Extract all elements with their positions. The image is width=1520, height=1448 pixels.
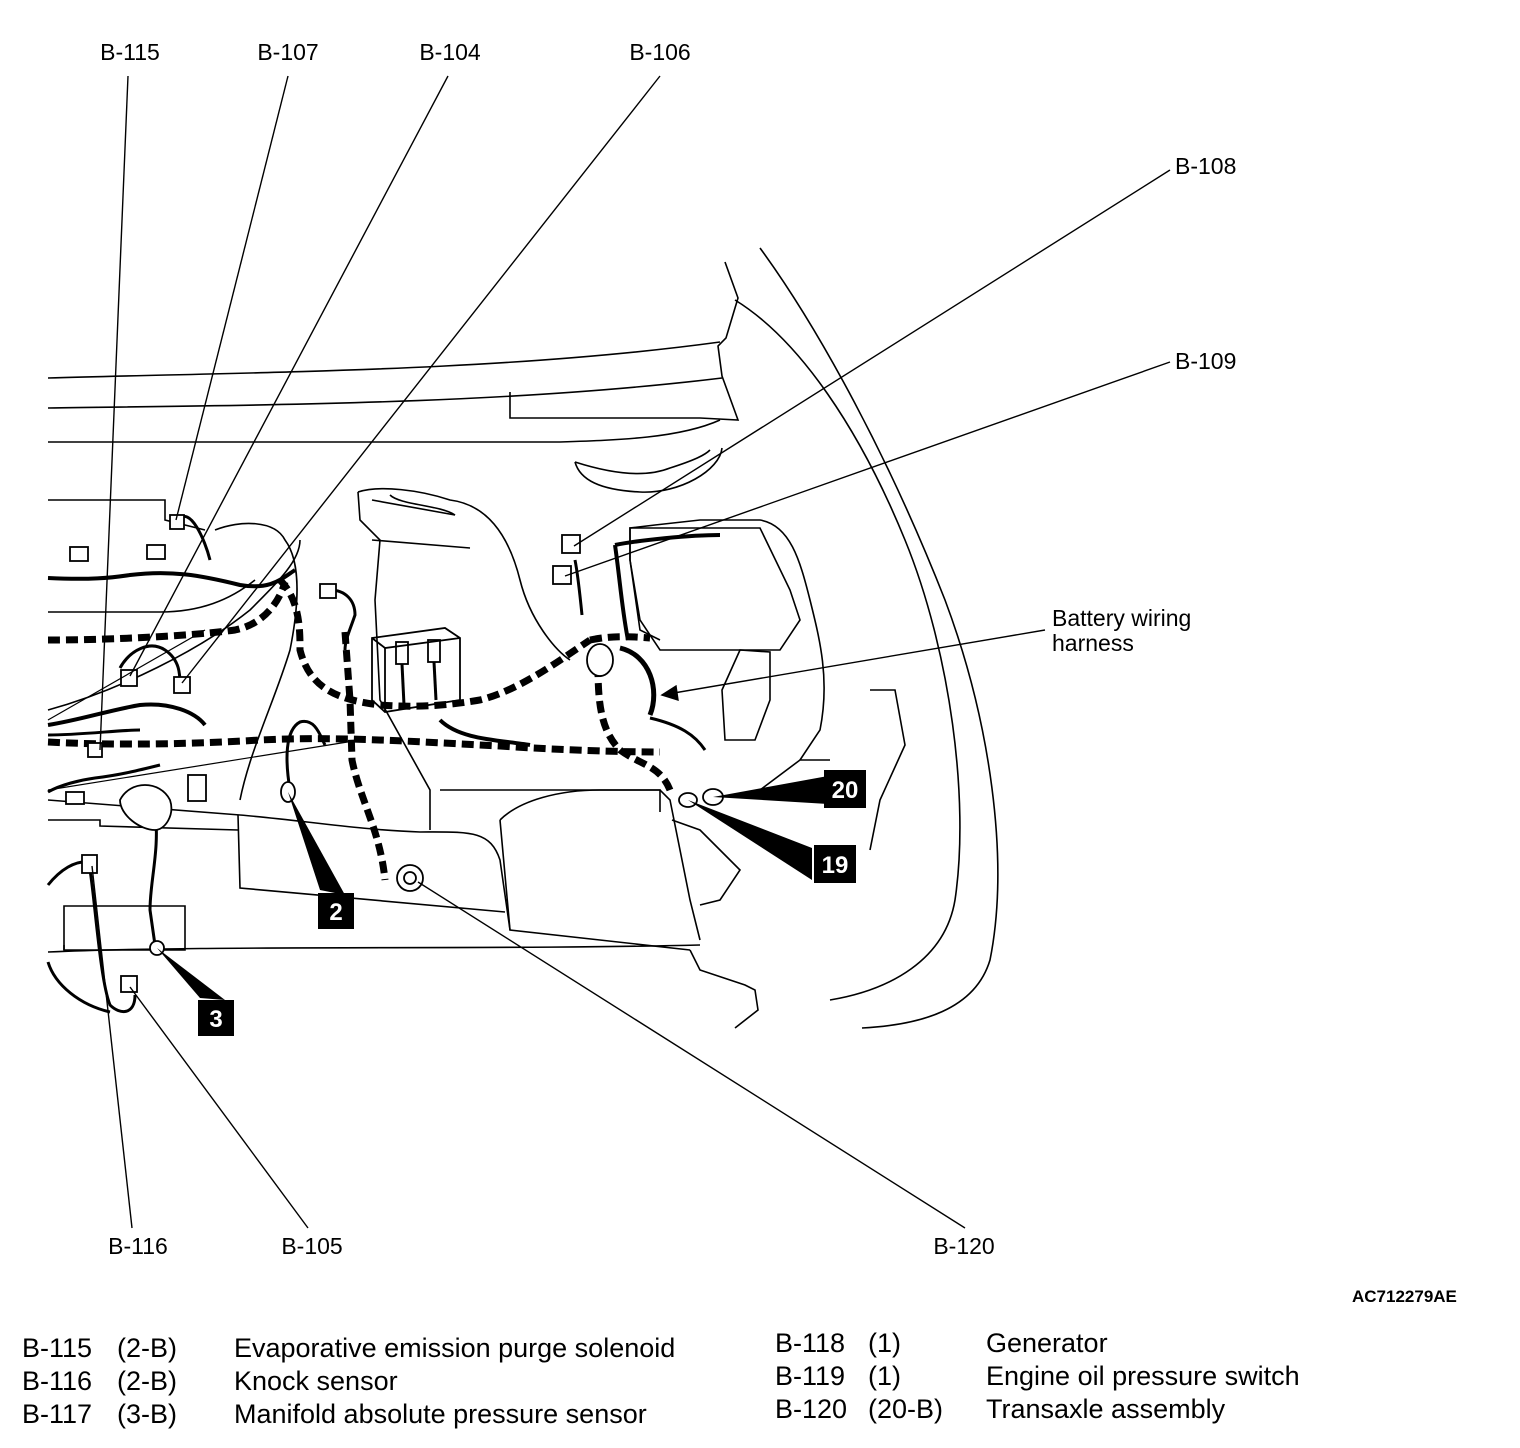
badge-20-label: 20 bbox=[832, 777, 859, 804]
legend-ref: (1) bbox=[868, 1361, 901, 1391]
battery-harness-label-line1: Battery wiring bbox=[1052, 605, 1191, 631]
callout-b-105: B-105 bbox=[281, 1233, 342, 1259]
badge-2-label: 2 bbox=[329, 899, 342, 926]
wiring-harness bbox=[46, 515, 721, 1014]
legend-left: B-115 (2-B) Evaporative emission purge s… bbox=[22, 1333, 722, 1432]
callout-b-106: B-106 bbox=[629, 39, 690, 65]
legend-row: B-119 (1) Engine oil pressure switch bbox=[775, 1361, 1475, 1394]
legend-code: B-117 bbox=[22, 1399, 93, 1429]
badge-3-label: 3 bbox=[209, 1006, 222, 1033]
legend-code: B-115 bbox=[22, 1333, 93, 1363]
legend-ref: (2-B) bbox=[117, 1333, 177, 1363]
legend-ref: (3-B) bbox=[117, 1399, 177, 1429]
legend-row: B-116 (2-B) Knock sensor bbox=[22, 1366, 722, 1399]
badge-pointer-2 bbox=[288, 792, 345, 895]
figure-id: AC712279AE bbox=[1352, 1287, 1457, 1306]
legend-row: B-117 (3-B) Manifold absolute pressure s… bbox=[22, 1399, 722, 1432]
badge-19: 19 bbox=[814, 845, 856, 883]
callout-b-104: B-104 bbox=[419, 39, 481, 65]
battery-harness-label-line2: harness bbox=[1052, 630, 1134, 656]
badge-pointers bbox=[157, 776, 828, 1000]
legend-name: Evaporative emission purge solenoid bbox=[234, 1333, 676, 1363]
callout-b-108: B-108 bbox=[1175, 153, 1236, 179]
callout-b-120: B-120 bbox=[933, 1233, 994, 1259]
legend-ref: (2-B) bbox=[117, 1366, 177, 1396]
legend-row: B-115 (2-B) Evaporative emission purge s… bbox=[22, 1333, 722, 1366]
connector-b-108 bbox=[561, 534, 581, 554]
legend-name: Manifold absolute pressure sensor bbox=[234, 1399, 647, 1429]
legend-code: B-119 bbox=[775, 1361, 846, 1391]
legend-name: Transaxle assembly bbox=[986, 1394, 1226, 1424]
leader-lines bbox=[47, 75, 1171, 1229]
legend-row: B-120 (20-B) Transaxle assembly bbox=[775, 1394, 1475, 1427]
connector-b-106 bbox=[173, 676, 191, 694]
battery bbox=[371, 627, 461, 713]
callout-b-115: B-115 bbox=[100, 39, 160, 65]
connector-b-105 bbox=[120, 975, 138, 993]
connector-b-115 bbox=[87, 742, 103, 758]
legend-code: B-118 bbox=[775, 1328, 846, 1358]
badge-3: 3 bbox=[198, 1000, 234, 1036]
legend-ref: (1) bbox=[868, 1328, 901, 1358]
badge-pointer-3 bbox=[157, 948, 225, 1000]
connector-b-109 bbox=[552, 565, 572, 585]
legend-name: Knock sensor bbox=[234, 1366, 398, 1396]
legend-name: Generator bbox=[986, 1328, 1108, 1358]
connector-b-104 bbox=[120, 669, 138, 687]
connector-b-116 bbox=[81, 854, 98, 874]
legend-row: B-118 (1) Generator bbox=[775, 1328, 1475, 1361]
legend-ref: (20-B) bbox=[868, 1394, 944, 1424]
badge-pointer-20 bbox=[713, 776, 828, 804]
badge-20: 20 bbox=[824, 770, 866, 808]
badge-pointer-19 bbox=[688, 800, 812, 880]
legend-code: B-116 bbox=[22, 1366, 93, 1396]
legend-name: Engine oil pressure switch bbox=[986, 1361, 1300, 1391]
callout-b-109: B-109 bbox=[1175, 348, 1236, 374]
callout-b-107: B-107 bbox=[257, 39, 318, 65]
badge-19-label: 19 bbox=[822, 852, 849, 879]
badge-2: 2 bbox=[318, 893, 354, 929]
legend-code: B-120 bbox=[775, 1394, 848, 1424]
legend-right: B-118 (1) Generator B-119 (1) Engine oil… bbox=[775, 1328, 1475, 1427]
callout-b-116: B-116 bbox=[108, 1233, 168, 1259]
